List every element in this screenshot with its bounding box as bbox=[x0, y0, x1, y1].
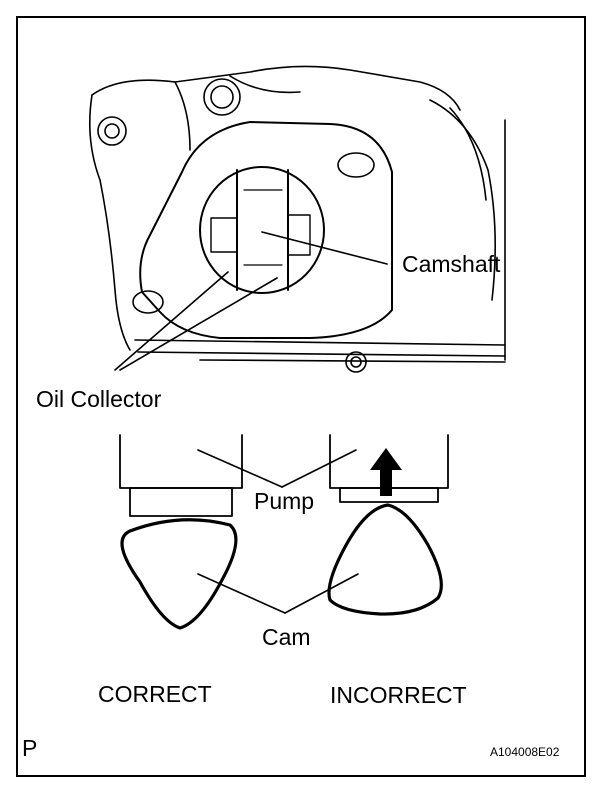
corner-letter: P bbox=[22, 735, 38, 761]
pump-leaders bbox=[197, 449, 357, 488]
pump-correct bbox=[119, 434, 243, 517]
cam-label: Cam bbox=[262, 624, 311, 650]
cam-cover-plate bbox=[139, 121, 393, 339]
bolt-top-center bbox=[203, 78, 241, 116]
incorrect-label: INCORRECT bbox=[330, 682, 467, 708]
figure-code: A104008E02 bbox=[490, 745, 560, 759]
camshaft-label: Camshaft bbox=[402, 251, 501, 277]
plate-slot-top bbox=[337, 152, 375, 178]
cam-incorrect bbox=[327, 503, 443, 616]
cam-correct bbox=[120, 518, 238, 630]
inspection-opening bbox=[199, 166, 325, 294]
pump-lift-arrow bbox=[370, 448, 402, 496]
camshaft-leader bbox=[261, 231, 388, 265]
plate-slot-bottom bbox=[132, 290, 164, 314]
bolt-top-left bbox=[97, 116, 127, 146]
engine-head-outline bbox=[88, 65, 506, 363]
figure-frame bbox=[16, 16, 586, 777]
pump-label: Pump bbox=[254, 488, 315, 514]
oil-collector-label: Oil Collector bbox=[36, 386, 162, 412]
cam-leaders bbox=[197, 573, 359, 614]
bolt-bottom-right bbox=[345, 351, 367, 373]
correct-label: CORRECT bbox=[98, 681, 212, 707]
oil-collector-leaders bbox=[114, 271, 278, 371]
